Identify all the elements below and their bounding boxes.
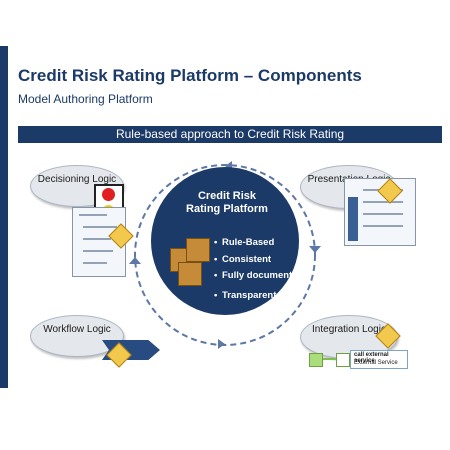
- bullet-fully-documented: Fully documented: [214, 270, 304, 281]
- integration-label: Integration Logic: [312, 324, 386, 335]
- cube-icon: [178, 262, 202, 286]
- cube-icon: [186, 238, 210, 262]
- red-light-icon: [102, 188, 115, 201]
- decisioning-bubble: Decisioning Logic: [30, 165, 124, 207]
- bullet-transparent: Transparent: [214, 287, 304, 304]
- service-icon: [336, 353, 350, 367]
- bullet-rule-based: Rule-Based: [214, 234, 304, 251]
- decisioning-label: Decisioning Logic: [37, 174, 117, 185]
- integration-connector: [316, 358, 338, 360]
- platform-bullets: Rule-Based Consistent Fully documented T…: [214, 234, 304, 304]
- platform-title: Credit Risk Rating Platform: [186, 190, 268, 215]
- slide-subtitle: Model Authoring Platform: [18, 92, 153, 106]
- bullet-consistent: Consistent: [214, 251, 304, 268]
- external-service-box: call external service External Service: [350, 350, 408, 369]
- workflow-label: Workflow Logic: [43, 324, 111, 335]
- left-accent-bar: [0, 46, 8, 388]
- workflow-bubble: Workflow Logic: [30, 315, 124, 357]
- call-external-service-label: call external service: [354, 352, 389, 364]
- node-icon: [309, 353, 323, 367]
- slide-title: Credit Risk Rating Platform – Components: [18, 66, 362, 85]
- banner: Rule-based approach to Credit Risk Ratin…: [18, 126, 442, 143]
- external-service-label: External Service: [354, 360, 398, 366]
